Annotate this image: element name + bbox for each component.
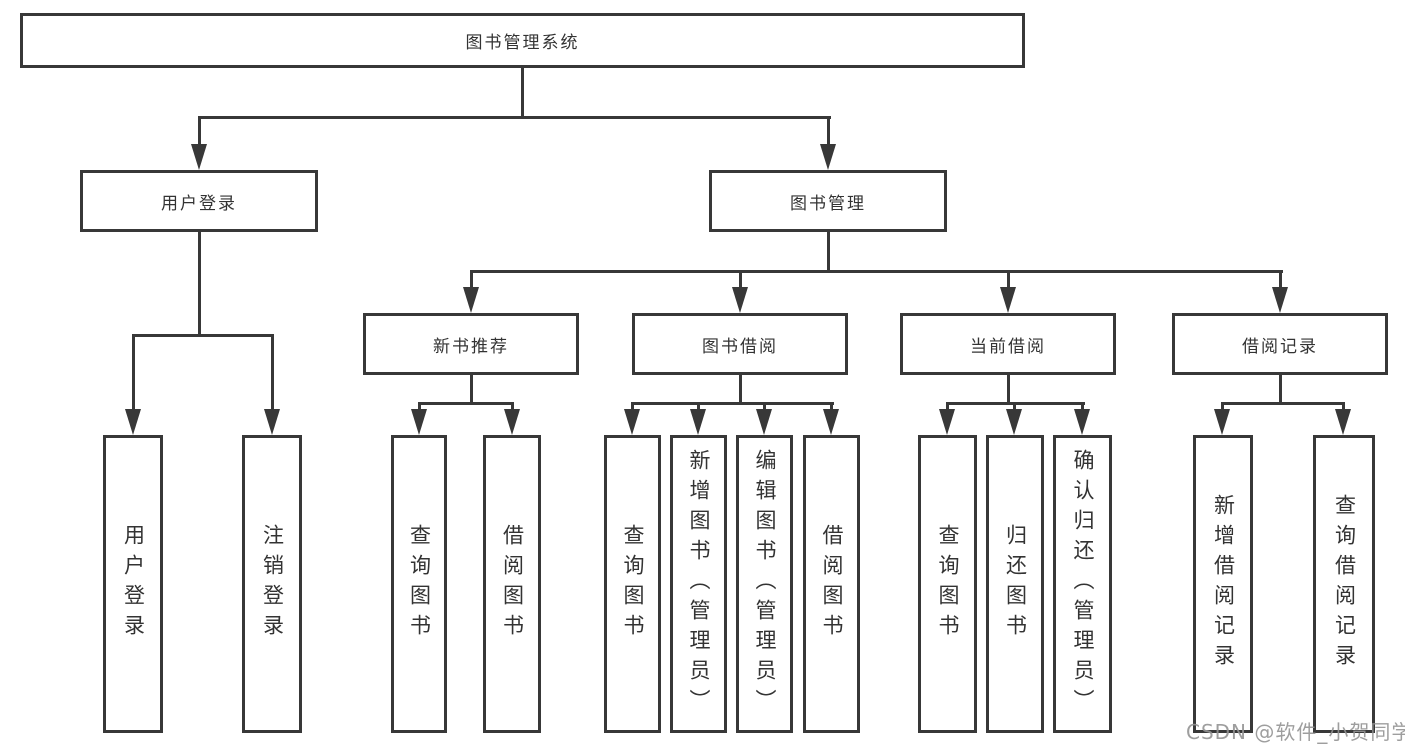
arrow-down-icon	[756, 409, 772, 435]
leaf-query-borrow-record: 查询借阅记录	[1313, 435, 1375, 733]
arrow-down-icon	[463, 287, 479, 313]
connector-line	[1342, 402, 1345, 415]
leaf-confirm-return-admin: 确认归还（管理员）	[1053, 435, 1112, 733]
node-user-login: 用户登录	[80, 170, 318, 232]
arrow-down-icon	[411, 409, 427, 435]
leaf-borrow-books-recommend: 借阅图书	[483, 435, 541, 733]
connector-line	[470, 270, 473, 292]
connector-line	[1007, 270, 1010, 292]
leaf-query-books-current: 查询图书	[918, 435, 977, 733]
node-borrow-records: 借阅记录	[1172, 313, 1388, 375]
arrow-down-icon	[264, 409, 280, 435]
connector-line	[946, 402, 949, 415]
arrow-down-icon	[823, 409, 839, 435]
connector-line	[511, 402, 514, 415]
arrow-down-icon	[732, 287, 748, 313]
connector-line	[271, 334, 274, 414]
csdn-watermark: CSDN @软件_小贺同学	[1186, 720, 1405, 744]
connector-line	[1221, 402, 1224, 415]
arrow-down-icon	[939, 409, 955, 435]
connector-line	[739, 270, 742, 292]
node-new-book-recommend: 新书推荐	[363, 313, 579, 375]
connector-line	[418, 402, 421, 415]
node-book-borrow: 图书借阅	[632, 313, 848, 375]
connector-line	[631, 402, 634, 415]
leaf-return-books: 归还图书	[986, 435, 1044, 733]
connector-line	[198, 116, 831, 119]
connector-line	[1013, 402, 1016, 415]
leaf-borrow-books: 借阅图书	[803, 435, 860, 733]
connector-line	[739, 375, 742, 404]
connector-line	[827, 232, 830, 273]
leaf-add-borrow-record: 新增借阅记录	[1193, 435, 1253, 733]
connector-line	[830, 402, 833, 415]
node-book-management: 图书管理	[709, 170, 947, 232]
connector-line	[827, 116, 830, 150]
connector-line	[1081, 402, 1084, 415]
leaf-edit-books-admin: 编辑图书（管理员）	[736, 435, 793, 733]
arrow-down-icon	[624, 409, 640, 435]
arrow-down-icon	[1006, 409, 1022, 435]
arrow-down-icon	[1335, 409, 1351, 435]
arrow-down-icon	[1074, 409, 1090, 435]
connector-line	[198, 116, 201, 150]
arrow-down-icon	[125, 409, 141, 435]
node-current-borrow: 当前借阅	[900, 313, 1116, 375]
arrow-down-icon	[820, 144, 836, 170]
leaf-query-books-borrow: 查询图书	[604, 435, 661, 733]
connector-line	[521, 68, 524, 118]
connector-line	[697, 402, 700, 415]
leaf-query-books-recommend: 查询图书	[391, 435, 447, 733]
connector-line	[1007, 375, 1010, 404]
connector-line	[418, 402, 514, 405]
arrow-down-icon	[1000, 287, 1016, 313]
arrow-down-icon	[690, 409, 706, 435]
connector-line	[1279, 375, 1282, 404]
connector-line	[132, 334, 135, 414]
leaf-logout: 注销登录	[242, 435, 302, 733]
arrow-down-icon	[504, 409, 520, 435]
connector-line	[132, 334, 274, 337]
arrow-down-icon	[191, 144, 207, 170]
connector-line	[470, 375, 473, 404]
connector-line	[198, 232, 201, 337]
node-library-system: 图书管理系统	[20, 13, 1025, 68]
leaf-add-books-admin: 新增图书（管理员）	[670, 435, 727, 733]
connector-line	[763, 402, 766, 415]
connector-line	[1221, 402, 1345, 405]
connector-line	[631, 402, 834, 405]
arrow-down-icon	[1214, 409, 1230, 435]
connector-line	[1279, 270, 1282, 292]
connector-line	[470, 270, 1283, 273]
leaf-user-login: 用户登录	[103, 435, 163, 733]
arrow-down-icon	[1272, 287, 1288, 313]
